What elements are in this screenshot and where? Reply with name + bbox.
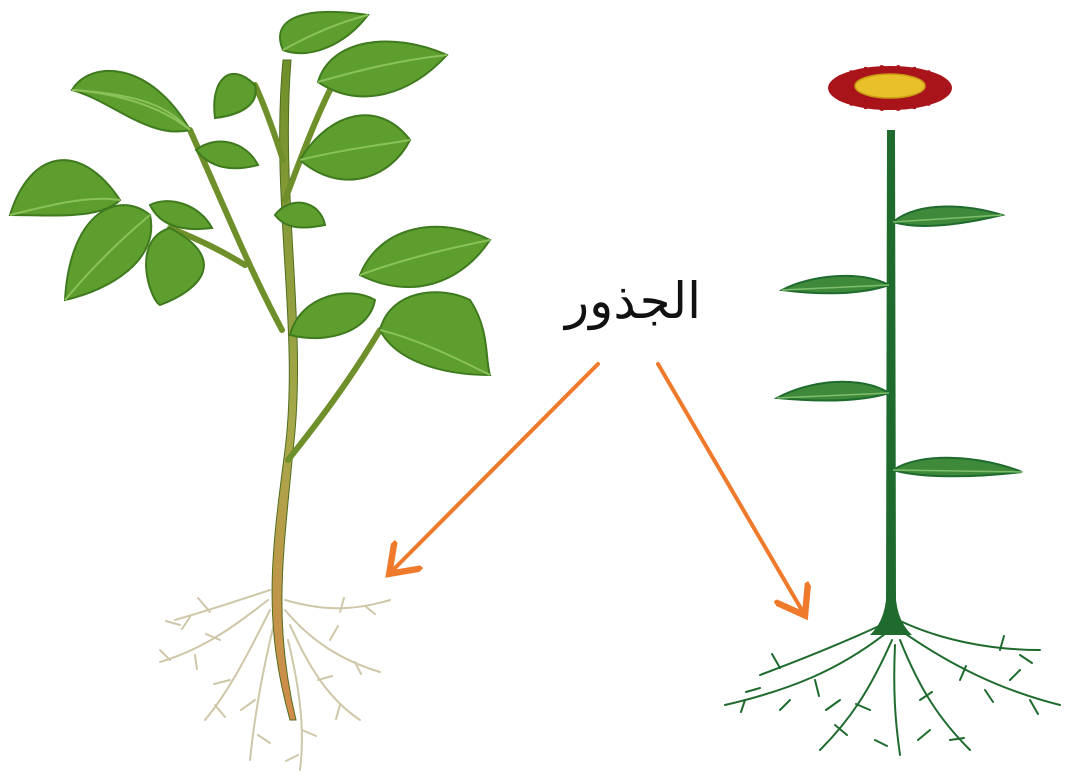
right-plant-stem — [870, 130, 912, 635]
arrow-to-left-roots — [392, 364, 598, 571]
right-plant-roots — [725, 620, 1060, 755]
right-plant — [725, 66, 1060, 755]
arrows — [392, 364, 803, 612]
left-plant-leaves — [10, 12, 490, 375]
right-plant-leaves — [777, 206, 1022, 476]
roots-label: الجذور — [548, 276, 718, 326]
right-plant-leaf-veins — [777, 215, 1022, 472]
right-plant-flower — [828, 66, 952, 111]
arrow-to-right-roots — [658, 364, 803, 612]
flower-center — [855, 74, 925, 98]
left-plant — [10, 12, 490, 770]
